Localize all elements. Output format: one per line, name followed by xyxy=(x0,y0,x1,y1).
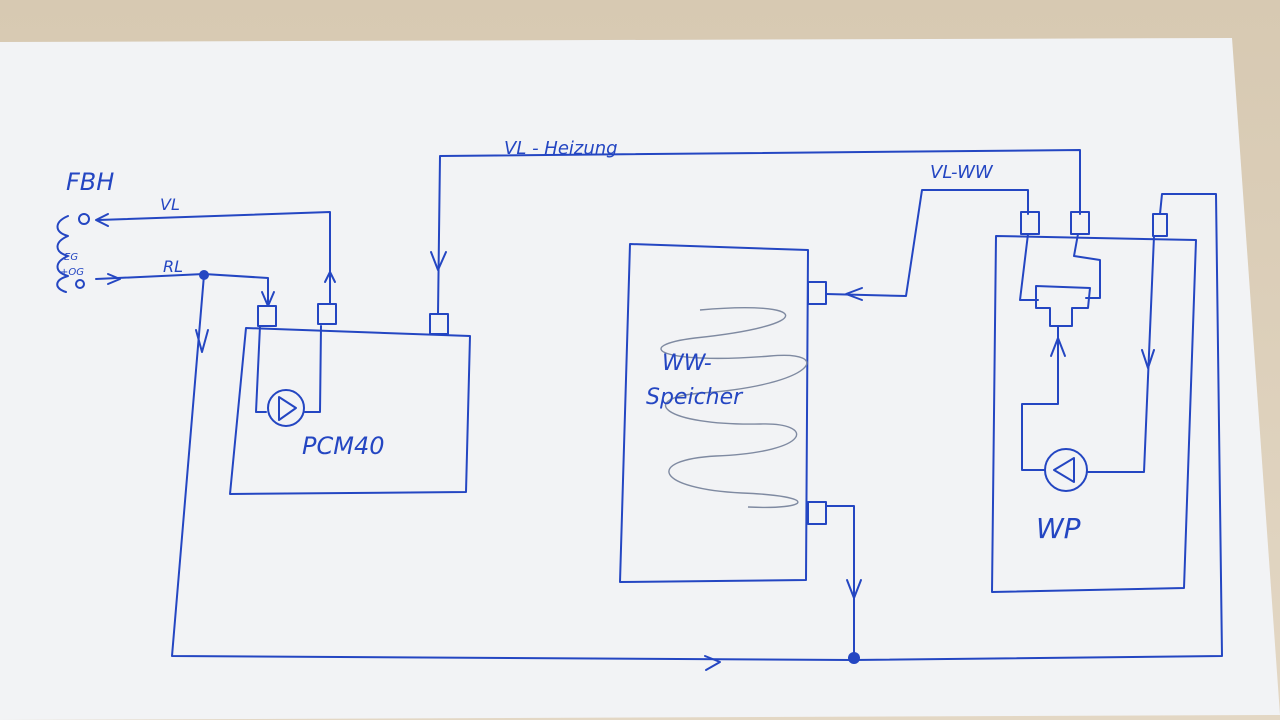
wp-pump-inlet-line xyxy=(1021,325,1059,471)
rl-line xyxy=(95,273,269,305)
pcm40-internal-left-pipe xyxy=(255,325,267,413)
main-return-line xyxy=(171,193,1223,661)
ww-speicher-tank xyxy=(619,243,809,583)
wp-label: WP xyxy=(1036,512,1081,545)
wp-internal-left-line xyxy=(1019,233,1039,301)
vl-ww-arrow-icon xyxy=(845,287,863,301)
rl-arrow-icon xyxy=(107,273,121,285)
pcm40-pump-icon xyxy=(267,389,305,427)
wp-return-internal-line xyxy=(1087,235,1155,473)
tank-outlet-line xyxy=(825,505,855,659)
pcm40-unit xyxy=(229,327,471,495)
wp-internal-right-line xyxy=(1073,233,1101,299)
bottom-right-arrow-icon xyxy=(704,655,721,671)
tank-outlet-down-arrow-icon xyxy=(846,579,862,599)
tank-label-bottom: Speicher xyxy=(646,385,744,410)
wp-up-arrow-icon xyxy=(1050,337,1066,357)
pcm40-vl-nozzle xyxy=(317,303,337,325)
floor-heating-coil-icon xyxy=(56,215,69,293)
vl-arrow-icon xyxy=(95,213,109,227)
vl-heizung-down-arrow-icon xyxy=(430,251,447,271)
vl-ww-line xyxy=(825,189,1029,297)
vl-up-arrow-icon xyxy=(324,271,336,283)
pcm40-rl-nozzle xyxy=(257,305,277,327)
vl-heizung-line xyxy=(437,149,1081,315)
wp-unit xyxy=(991,235,1197,593)
wp-pump-icon xyxy=(1044,448,1088,492)
wp-down-arrow-icon xyxy=(1141,349,1155,369)
return-down-arrow-icon xyxy=(195,329,209,353)
return-port-icon xyxy=(75,279,85,289)
supply-port-icon xyxy=(78,213,90,225)
fbh-label: FBH xyxy=(66,168,114,196)
rl-label: RL xyxy=(163,257,183,276)
tank-heat-exchanger-coil xyxy=(660,307,808,509)
og-label: +OG xyxy=(60,267,84,278)
tank-lower-port xyxy=(807,501,827,525)
pcm40-label: PCM40 xyxy=(302,432,384,460)
pcm40-internal-right-pipe xyxy=(304,325,322,413)
pcm40-pump-triangle-icon xyxy=(278,396,297,421)
wp-pump-triangle-icon xyxy=(1053,457,1075,483)
vl-heizung-label: VL - Heizung xyxy=(504,138,618,159)
vl-ww-label: VL-WW xyxy=(930,162,994,183)
tank-label-top: WW- xyxy=(662,351,712,376)
tank-upper-port xyxy=(807,281,827,305)
paper-sheet xyxy=(0,38,1280,720)
wp-vl-heizung-nozzle xyxy=(1070,211,1090,235)
wp-vl-ww-nozzle xyxy=(1020,211,1040,235)
vl-label: VL xyxy=(160,195,180,214)
wp-return-nozzle xyxy=(1152,213,1168,237)
wp-valve-icon xyxy=(1035,285,1091,327)
eg-label: EG xyxy=(64,252,78,263)
